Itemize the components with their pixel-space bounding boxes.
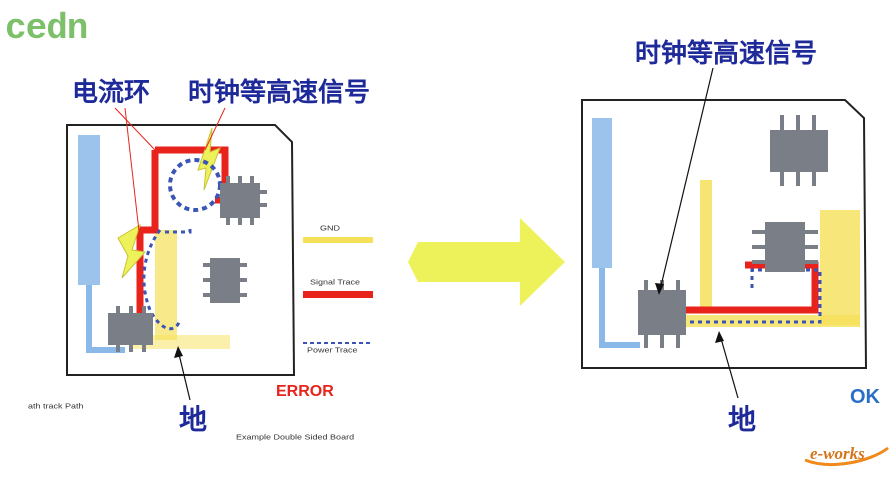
label-current-loop: 电流环 [72,78,151,108]
left-ground-bottom [130,335,230,349]
left-pointer-line-3 [204,107,226,151]
right-signal-arrowhead [655,283,664,295]
legend-gnd-swatch [303,237,373,243]
transition-arrow [408,218,565,306]
right-ground-strip-left [700,180,712,310]
label-high-speed-signal-left: 时钟等高速信号 [188,78,371,108]
left-ground-strip [155,230,177,340]
ok-label: OK [850,386,880,408]
board-caption: Example Double Sided Board [236,433,355,441]
left-blue-trace-vertical [78,135,100,285]
legend-signal-label: Signal Trace [310,278,361,286]
label-ground-left: 地 [179,403,208,436]
watermark-swoosh-icon [804,446,889,466]
legend-power-label: Power Trace [307,346,358,354]
right-chip-middle [752,222,818,272]
right-board [581,99,868,369]
error-label: ERROR [276,383,334,400]
right-chip-top [770,115,828,186]
watermark-text: e-works [810,444,865,463]
left-lightning-icon-mid [117,223,146,279]
left-signal-trace-vertical [136,150,159,320]
label-high-speed-signal-right: 时钟等高速信号 [635,39,818,69]
left-chip-middle [203,258,247,303]
left-pointer-line-1 [114,107,156,151]
left-ground-arrowhead [174,346,183,358]
right-chip-bottom [638,280,686,348]
left-blue-trace-path [86,285,125,353]
left-ground-pointer [177,349,191,401]
left-board [66,107,296,376]
right-return-path [650,268,822,324]
label-ground-right: 地 [728,403,757,436]
right-ground-pointer [719,334,739,399]
path-track-label: ath track Path [28,402,84,410]
legend-gnd-label: GND [320,224,340,232]
right-ground-block [820,210,860,325]
right-blue-trace-path [599,268,640,348]
right-signal-pointer [659,67,714,291]
cedn-logo: cedn [5,8,88,49]
right-blue-trace-vertical [592,118,612,268]
left-lightning-icon-top [197,127,221,191]
right-ground-arrowhead [715,331,724,343]
legend-signal-swatch [303,291,373,298]
left-return-path [165,228,192,234]
left-pointer-line-2 [124,107,141,241]
left-chip-bottom [108,306,153,352]
left-current-loop-path [142,229,182,331]
left-chip-right [220,176,267,225]
